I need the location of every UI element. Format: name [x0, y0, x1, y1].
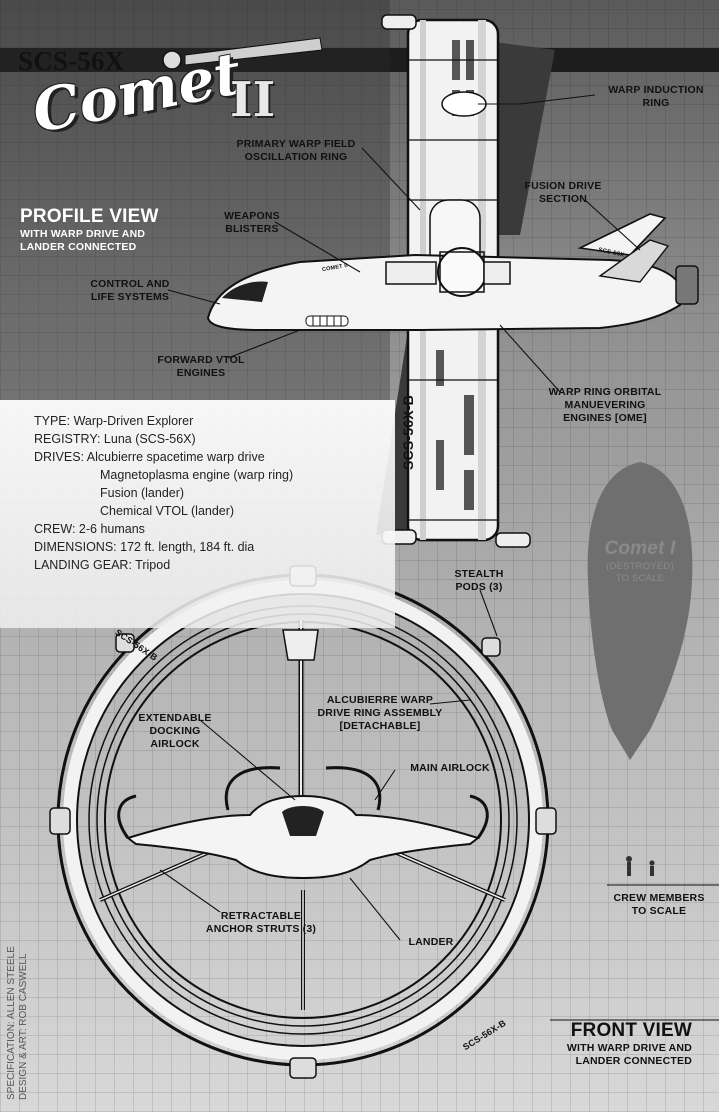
- callout-line: [DETACHABLE]: [339, 720, 421, 732]
- profile-view-subtitle-1: WITH WARP DRIVE AND: [20, 228, 146, 240]
- profile-view-title: PROFILE VIEW: [20, 206, 159, 227]
- callout-line: CONTROL AND: [90, 278, 170, 290]
- front-view-title: FRONT VIEW: [570, 1020, 692, 1041]
- callout-stealth: STEALTH PODS (3): [438, 568, 520, 594]
- callout-control: CONTROL AND LIFE SYSTEMS: [78, 278, 182, 304]
- comet-one-status: (DESTROYED): [606, 561, 674, 572]
- callout-line: FUSION DRIVE: [524, 180, 602, 192]
- callout-line: WEAPONS: [224, 210, 280, 222]
- callout-forward-vtol: FORWARD VTOL ENGINES: [154, 354, 248, 380]
- spec-dimensions: DIMENSIONS: 172 ft. length, 184 ft. dia: [34, 540, 255, 554]
- callout-line: EXTENDABLE: [138, 712, 212, 724]
- callout-docking: EXTENDABLE DOCKING AIRLOCK: [130, 712, 220, 751]
- callout-line: WARP RING ORBITAL: [548, 386, 662, 398]
- spec-drives: DRIVES: Alcubierre spacetime warp drive: [34, 450, 265, 464]
- comet-one-scale: TO SCALE: [615, 573, 665, 584]
- callout-primary-warp: PRIMARY WARP FIELD OSCILLATION RING: [222, 138, 370, 164]
- callout-main-airlock: MAIN AIRLOCK: [410, 762, 490, 774]
- callout-line: WARP INDUCTION: [608, 84, 704, 96]
- callout-line: RETRACTABLE: [220, 910, 302, 922]
- callout-line: PRIMARY WARP FIELD: [236, 138, 356, 150]
- hull-marking-side: SCS-56X-B: [400, 395, 416, 470]
- callout-line: TO SCALE: [631, 905, 687, 917]
- spec-drive-2: Magnetoplasma engine (warp ring): [100, 468, 294, 482]
- callout-alcubierre: ALCUBIERRE WARP DRIVE RING ASSEMBLY [DET…: [305, 694, 455, 733]
- spec-panel: TYPE: Warp-Driven Explorer REGISTRY: Lun…: [0, 400, 395, 628]
- callout-line: FORWARD VTOL: [157, 354, 245, 366]
- model-designation: SCS-56X: [18, 46, 125, 76]
- callout-warp-induction-ring: WARP INDUCTION RING: [598, 84, 714, 110]
- spec-drive-4: Chemical VTOL (lander): [100, 504, 235, 518]
- callout-line: STEALTH: [454, 568, 504, 580]
- callout-line: DOCKING: [149, 725, 201, 737]
- callout-line: RING: [642, 97, 670, 109]
- callout-lander: LANDER: [408, 936, 454, 948]
- callout-line: OSCILLATION RING: [244, 151, 348, 163]
- callout-line: BLISTERS: [225, 223, 279, 235]
- spec-registry: REGISTRY: Luna (SCS-56X): [34, 432, 196, 446]
- credits: SPECIFICATION: Allen Steele DESIGN & ART…: [6, 946, 30, 1100]
- callout-ome: WARP RING ORBITAL MANUEVERING ENGINES [O…: [540, 386, 670, 425]
- callout-crew-scale: CREW MEMBERS TO SCALE: [604, 892, 714, 918]
- callout-line: ENGINES: [176, 367, 226, 379]
- callout-line: LIFE SYSTEMS: [90, 291, 170, 303]
- callout-line: CREW MEMBERS: [613, 892, 705, 904]
- ship-numeral: II: [230, 72, 276, 128]
- callout-line: ENGINES [OME]: [563, 412, 647, 424]
- callout-weapons: WEAPONS BLISTERS: [212, 210, 292, 236]
- callout-line: ANCHOR STRUTS (3): [205, 923, 317, 935]
- profile-view-subtitle-2: LANDER CONNECTED: [20, 241, 137, 253]
- spec-crew: CREW: 2-6 humans: [34, 522, 145, 536]
- callout-anchor: RETRACTABLE ANCHOR STRUTS (3): [196, 910, 326, 936]
- comet-one-name: Comet I: [604, 538, 676, 559]
- callout-line: ALCUBIERRE WARP: [326, 694, 434, 706]
- callout-fusion-drive: FUSION DRIVE SECTION: [518, 180, 608, 206]
- callout-line: MANUEVERING: [564, 399, 646, 411]
- callout-line: PODS (3): [455, 581, 503, 593]
- callout-line: DRIVE RING ASSEMBLY: [317, 707, 443, 719]
- spec-landing-gear: LANDING GEAR: Tripod: [34, 558, 171, 572]
- lander-front: [125, 794, 481, 880]
- credit-spec: SPECIFICATION: Allen Steele: [6, 946, 17, 1100]
- credit-design: DESIGN & ART: Rob Caswell: [18, 953, 29, 1100]
- callout-line: SECTION: [538, 193, 588, 205]
- front-view-subtitle-2: LANDER CONNECTED: [575, 1055, 692, 1067]
- spec-drive-3: Fusion (lander): [100, 486, 185, 500]
- front-view-subtitle-1: WITH WARP DRIVE AND: [566, 1042, 692, 1054]
- callout-line: AIRLOCK: [150, 738, 200, 750]
- comet-one-silhouette: [587, 462, 693, 760]
- spec-type: TYPE: Warp-Driven Explorer: [34, 414, 194, 428]
